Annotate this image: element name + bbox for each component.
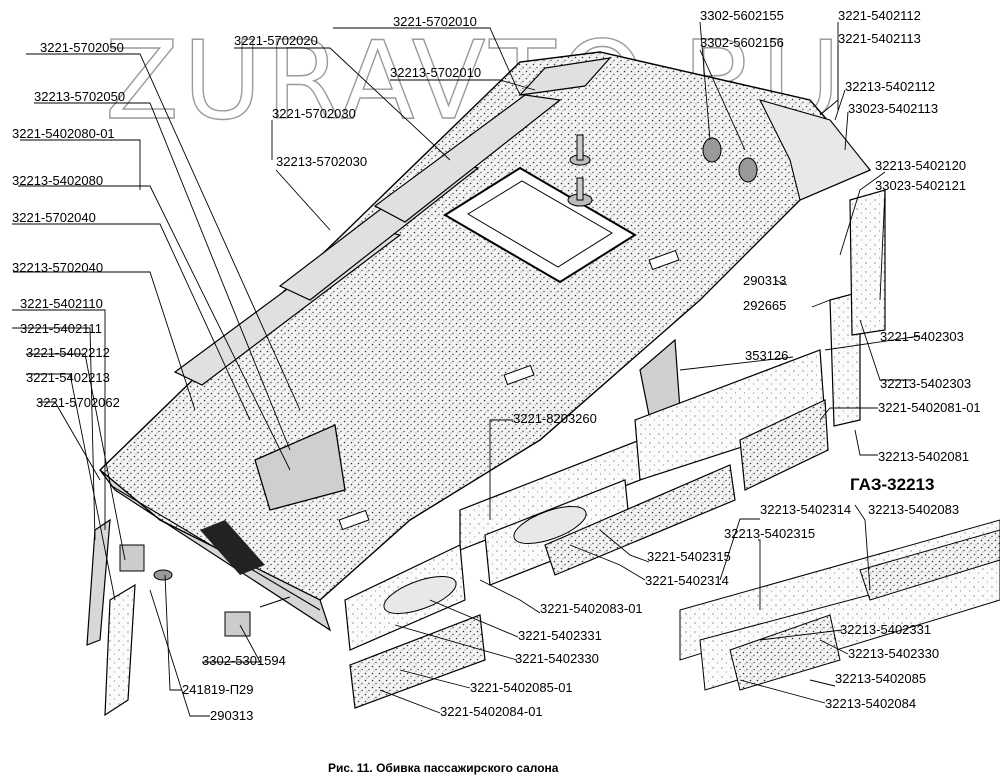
- part-label: 32213-5402080: [12, 173, 103, 188]
- part-label: 3221-5702010: [393, 14, 477, 29]
- part-labels: 3221-5702010 32213-5702010 3302-5602155 …: [12, 8, 981, 723]
- part-label: 32213-5702050: [34, 89, 125, 104]
- part-label: 290313: [743, 273, 786, 288]
- part-label: 3221-5402314: [645, 573, 729, 588]
- variant-title: ГАЗ-32213: [850, 475, 934, 494]
- part-label: 32213-5702010: [390, 65, 481, 80]
- figure-caption: Рис. 11. Обивка пассажирского салона: [328, 761, 559, 775]
- part-label: 3302-5602155: [700, 8, 784, 23]
- part-label: 3221-5402212: [26, 345, 110, 360]
- part-label: 3221-5402113: [838, 31, 921, 46]
- part-label: 3221-5702062: [36, 395, 120, 410]
- front-pillar-parts: [86, 518, 291, 717]
- part-label: 3221-5402331: [518, 628, 602, 643]
- part-label: 32213-5402314: [760, 502, 851, 517]
- part-label: 32213-5402330: [848, 646, 939, 661]
- part-label: 3221-5402330: [515, 651, 599, 666]
- part-label: 33023-5402113: [848, 101, 938, 116]
- leader-lines: [12, 21, 921, 717]
- seat-bracket: [254, 424, 346, 511]
- variant-32213-panels: [679, 519, 1000, 691]
- part-label: 32213-5402081: [878, 449, 969, 464]
- part-label: 241819-П29: [182, 682, 254, 697]
- part-label: 32213-5402083: [868, 502, 959, 517]
- part-label: 3221-8203260: [513, 411, 597, 426]
- part-label: 32213-5402084: [825, 696, 916, 711]
- part-label: 3221-5702040: [12, 210, 96, 225]
- rear-corner-panel: [849, 189, 886, 336]
- part-label: 3221-5402083-01: [540, 601, 643, 616]
- part-label: 32213-5402112: [845, 79, 935, 94]
- part-label: 3221-5402112: [838, 8, 921, 23]
- part-label: 3221-5702030: [272, 106, 356, 121]
- roof-knobs: [567, 134, 758, 207]
- part-label: 3302-5602156: [700, 35, 784, 50]
- part-label: 3302-5301594: [202, 653, 286, 668]
- side-panels: [344, 349, 829, 709]
- part-label: 3221-5402111: [20, 321, 102, 336]
- part-label: 3221-5402315: [647, 549, 731, 564]
- part-label: 3221-5402084-01: [440, 704, 543, 719]
- part-label: 32213-5702040: [12, 260, 103, 275]
- part-label: 32213-5402315: [724, 526, 815, 541]
- part-label: 290313: [210, 708, 253, 723]
- part-label: 3221-5702050: [40, 40, 124, 55]
- part-label: 292665: [743, 298, 786, 313]
- part-label: 3221-5402081-01: [878, 400, 981, 415]
- part-label: 32213-5402331: [840, 622, 931, 637]
- part-label: 353126: [745, 348, 788, 363]
- part-label: 32213-5402120: [875, 158, 966, 173]
- part-label: 3221-5402303: [880, 329, 964, 344]
- part-label: 3221-5402110: [20, 296, 103, 311]
- part-label: 32213-5702030: [276, 154, 367, 169]
- part-label: 3221-5402213: [26, 370, 110, 385]
- part-label: 32213-5402303: [880, 376, 971, 391]
- part-label: 32213-5402085: [835, 671, 926, 686]
- part-label: 3221-5702020: [234, 33, 318, 48]
- part-label: 3221-5402085-01: [470, 680, 573, 695]
- part-label: 33023-5402121: [875, 178, 966, 193]
- part-label: 3221-5402080-01: [12, 126, 115, 141]
